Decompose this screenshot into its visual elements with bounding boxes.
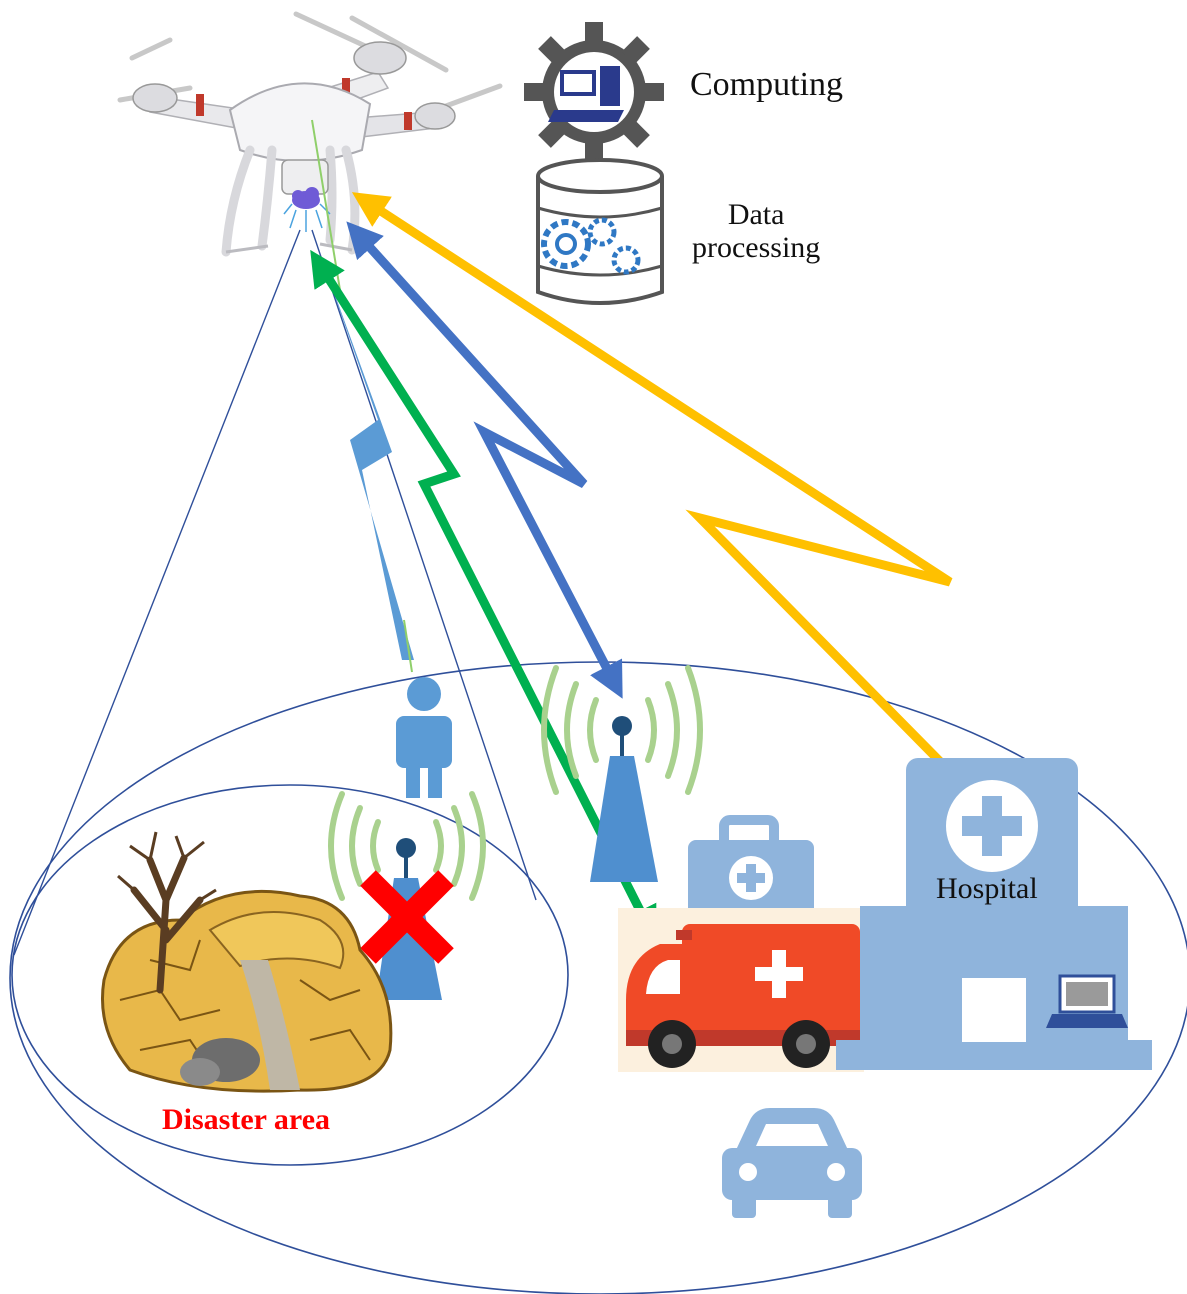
database-gear-icon xyxy=(536,158,664,305)
computing-label: Computing xyxy=(690,66,844,103)
hospital-link-arrow xyxy=(351,192,985,807)
cloud-chip-icon xyxy=(283,187,331,232)
data-processing-label: Data processing xyxy=(692,198,820,264)
first-aid-kit-icon xyxy=(688,815,814,916)
ambulance-icon xyxy=(618,908,864,1072)
person-icon xyxy=(396,677,452,798)
disaster-area-label: Disaster area xyxy=(162,1103,331,1136)
drone-icon xyxy=(117,11,503,257)
failed-tower-icon xyxy=(328,791,486,1000)
data-processing-line-1: Data xyxy=(727,198,785,231)
disaster-terrain-icon xyxy=(100,831,393,1093)
laptop-icon xyxy=(1046,974,1128,1028)
hospital-label: Hospital xyxy=(936,872,1038,905)
hospital-icon xyxy=(836,758,1152,1070)
person-uplink-lightning xyxy=(318,248,414,660)
gear-computer-icon xyxy=(524,22,664,162)
disaster-zone-ellipse xyxy=(11,784,569,1166)
tower-icon xyxy=(541,665,703,882)
car-icon xyxy=(722,1108,862,1218)
cross-mark-icon xyxy=(360,870,454,964)
data-processing-line-2: processing xyxy=(692,231,821,264)
